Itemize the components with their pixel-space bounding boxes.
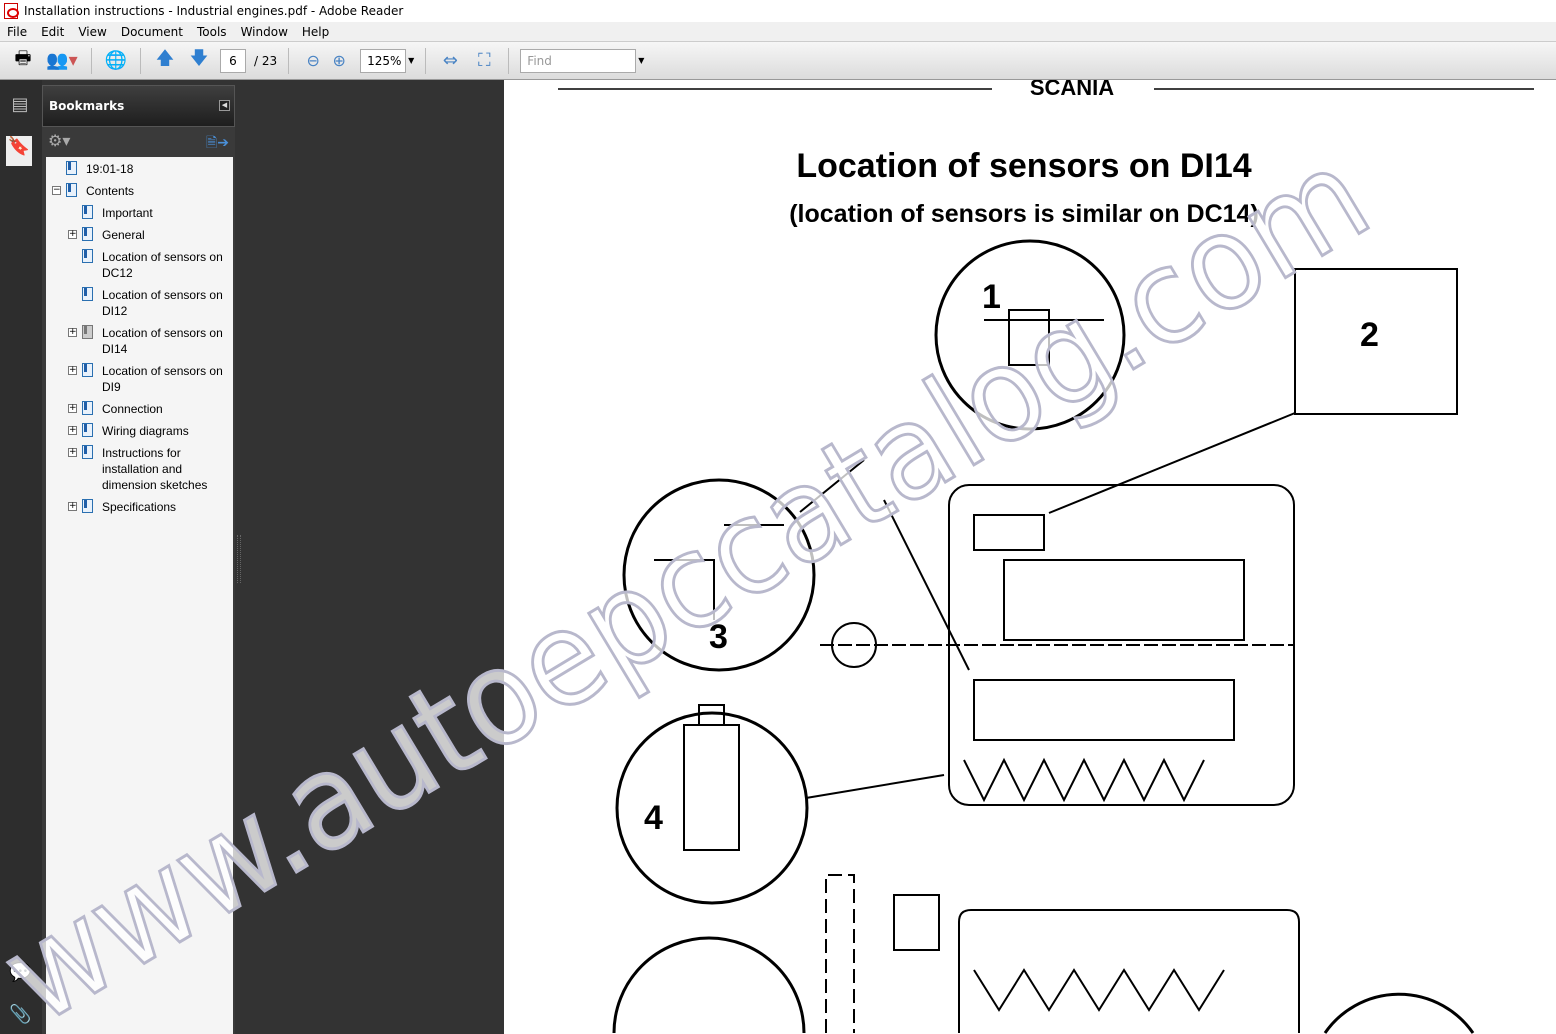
menu-file[interactable]: File [7, 24, 28, 39]
callout-label-2: 2 [1360, 316, 1379, 354]
panel-resize-handle[interactable] [237, 535, 241, 583]
fit-width-icon[interactable]: ⇔ [442, 50, 458, 71]
next-page-icon[interactable]: 🡇 [189, 47, 209, 69]
bookmarks-toolbar: ⚙▾ 🗎➔ [42, 127, 235, 157]
separator [508, 47, 510, 74]
bookmark-item[interactable]: 19:01-18 [86, 162, 134, 176]
callout-circle-6 [1323, 992, 1475, 1034]
page-number-input[interactable]: 6 [220, 48, 246, 73]
bookmark-icon [82, 249, 93, 263]
expand-toggle[interactable]: + [68, 447, 77, 457]
bookmark-icon [82, 401, 93, 415]
fit-page-icon[interactable]: ⛶ [477, 50, 491, 71]
bookmark-item[interactable]: Important [102, 206, 153, 220]
document-title: Location of sensors on DI14 [796, 147, 1251, 185]
collaborate-icon[interactable]: 👥▾ [46, 50, 78, 71]
navigation-pane-strip: ▤ 🔖 💬 📎 [0, 80, 42, 1034]
expand-toggle[interactable]: + [68, 425, 77, 435]
pdf-page: SCANIA Location of sensors on DI14 (loca… [504, 80, 1556, 1034]
bookmark-icon [82, 227, 93, 241]
bookmark-icon [66, 161, 77, 175]
bookmark-item[interactable]: Location of sensors on DC12 [102, 250, 223, 280]
expand-toggle[interactable]: + [68, 327, 77, 337]
callout-circle-5 [612, 936, 806, 1034]
collapse-panel-button[interactable]: ◀ [219, 100, 230, 111]
menu-edit[interactable]: Edit [41, 24, 65, 39]
sensor-4-drawing [683, 724, 740, 851]
bookmark-icon [66, 183, 77, 197]
menu-help[interactable]: Help [301, 24, 330, 39]
menu-bar: File Edit View Document Tools Window Hel… [0, 22, 1556, 42]
separator [91, 47, 92, 74]
separator [425, 47, 427, 74]
toolbar: 🖶 👥▾ 🌐 🡅 🡇 6 / 23 ⊖ ⊕ 125% ▼ ⇔ ⛶ Find ▼ [0, 42, 1556, 80]
window-title: Installation instructions - Industrial e… [24, 4, 404, 18]
page-content: SCANIA Location of sensors on DI14 (loca… [558, 80, 1534, 1034]
sensor-2-box [1294, 268, 1458, 415]
bookmark-icon [82, 499, 93, 513]
bookmark-item[interactable]: General [102, 228, 145, 242]
menu-window[interactable]: Window [240, 24, 288, 39]
callout-circle-3 [622, 478, 816, 672]
bookmark-icon [82, 287, 93, 301]
bookmark-icon [82, 205, 93, 219]
bookmarks-header: Bookmarks ◀ [42, 85, 235, 127]
bookmark-item[interactable]: Wiring diagrams [102, 424, 189, 438]
bookmark-icon [82, 423, 93, 437]
page-total: / 23 [254, 53, 278, 68]
menu-view[interactable]: View [78, 24, 107, 39]
callout-label-1: 1 [982, 278, 1001, 316]
find-input[interactable]: Find [520, 48, 637, 73]
callout-label-3: 3 [709, 618, 728, 656]
attachments-icon[interactable]: 📎 [9, 1004, 32, 1025]
zoom-level-input[interactable]: 125% [360, 48, 407, 73]
separator [140, 47, 141, 74]
expand-toggle[interactable]: + [68, 229, 77, 239]
bookmarks-icon[interactable]: 🔖 [6, 136, 32, 166]
bookmark-icon [82, 325, 93, 339]
callout-circle-1 [934, 239, 1126, 431]
scania-logo: SCANIA [1030, 80, 1114, 100]
bookmark-item[interactable]: Contents [86, 184, 135, 198]
options-gear-icon[interactable]: ⚙▾ [48, 131, 71, 150]
comments-icon[interactable]: 💬 [9, 962, 32, 983]
separator [288, 47, 290, 74]
zoom-in-icon[interactable]: ⊕ [332, 51, 346, 70]
bookmark-icon [82, 363, 93, 377]
bookmarks-title: Bookmarks [49, 99, 125, 113]
bookmark-item[interactable]: Location of sensors on DI9 [102, 364, 223, 394]
callout-circle-4 [615, 711, 809, 905]
title-bar: Installation instructions - Industrial e… [0, 0, 1556, 22]
new-bookmark-icon[interactable]: 🗎➔ [206, 135, 229, 151]
document-subtitle: (location of sensors is similar on DC14) [789, 200, 1259, 228]
pages-icon[interactable]: ▤ [11, 94, 29, 115]
bookmark-item[interactable]: Instructions for installation and dimens… [102, 446, 208, 492]
document-background [235, 80, 504, 1034]
callout-label-4: 4 [644, 799, 663, 837]
bookmark-item[interactable]: Location of sensors on DI14 [102, 326, 223, 356]
bookmark-item[interactable]: Connection [102, 402, 163, 416]
bookmark-icon [82, 445, 93, 459]
previous-page-icon[interactable]: 🡅 [155, 47, 175, 69]
expand-toggle[interactable]: + [68, 403, 77, 413]
menu-document[interactable]: Document [120, 24, 183, 39]
find-dropdown-icon[interactable]: ▼ [638, 56, 645, 65]
zoom-out-icon[interactable]: ⊖ [306, 51, 320, 70]
zoom-dropdown-icon[interactable]: ▼ [408, 56, 415, 65]
expand-toggle[interactable]: + [68, 501, 77, 511]
print-icon[interactable]: 🖶 [14, 47, 32, 69]
pdf-app-icon [4, 3, 19, 19]
bookmark-item[interactable]: Location of sensors on DI12 [102, 288, 223, 318]
expand-toggle[interactable]: − [52, 185, 61, 195]
bookmark-item[interactable]: Specifications [102, 500, 177, 514]
menu-tools[interactable]: Tools [197, 24, 227, 39]
secure-icon[interactable]: 🌐 [104, 50, 128, 71]
expand-toggle[interactable]: + [68, 365, 77, 375]
